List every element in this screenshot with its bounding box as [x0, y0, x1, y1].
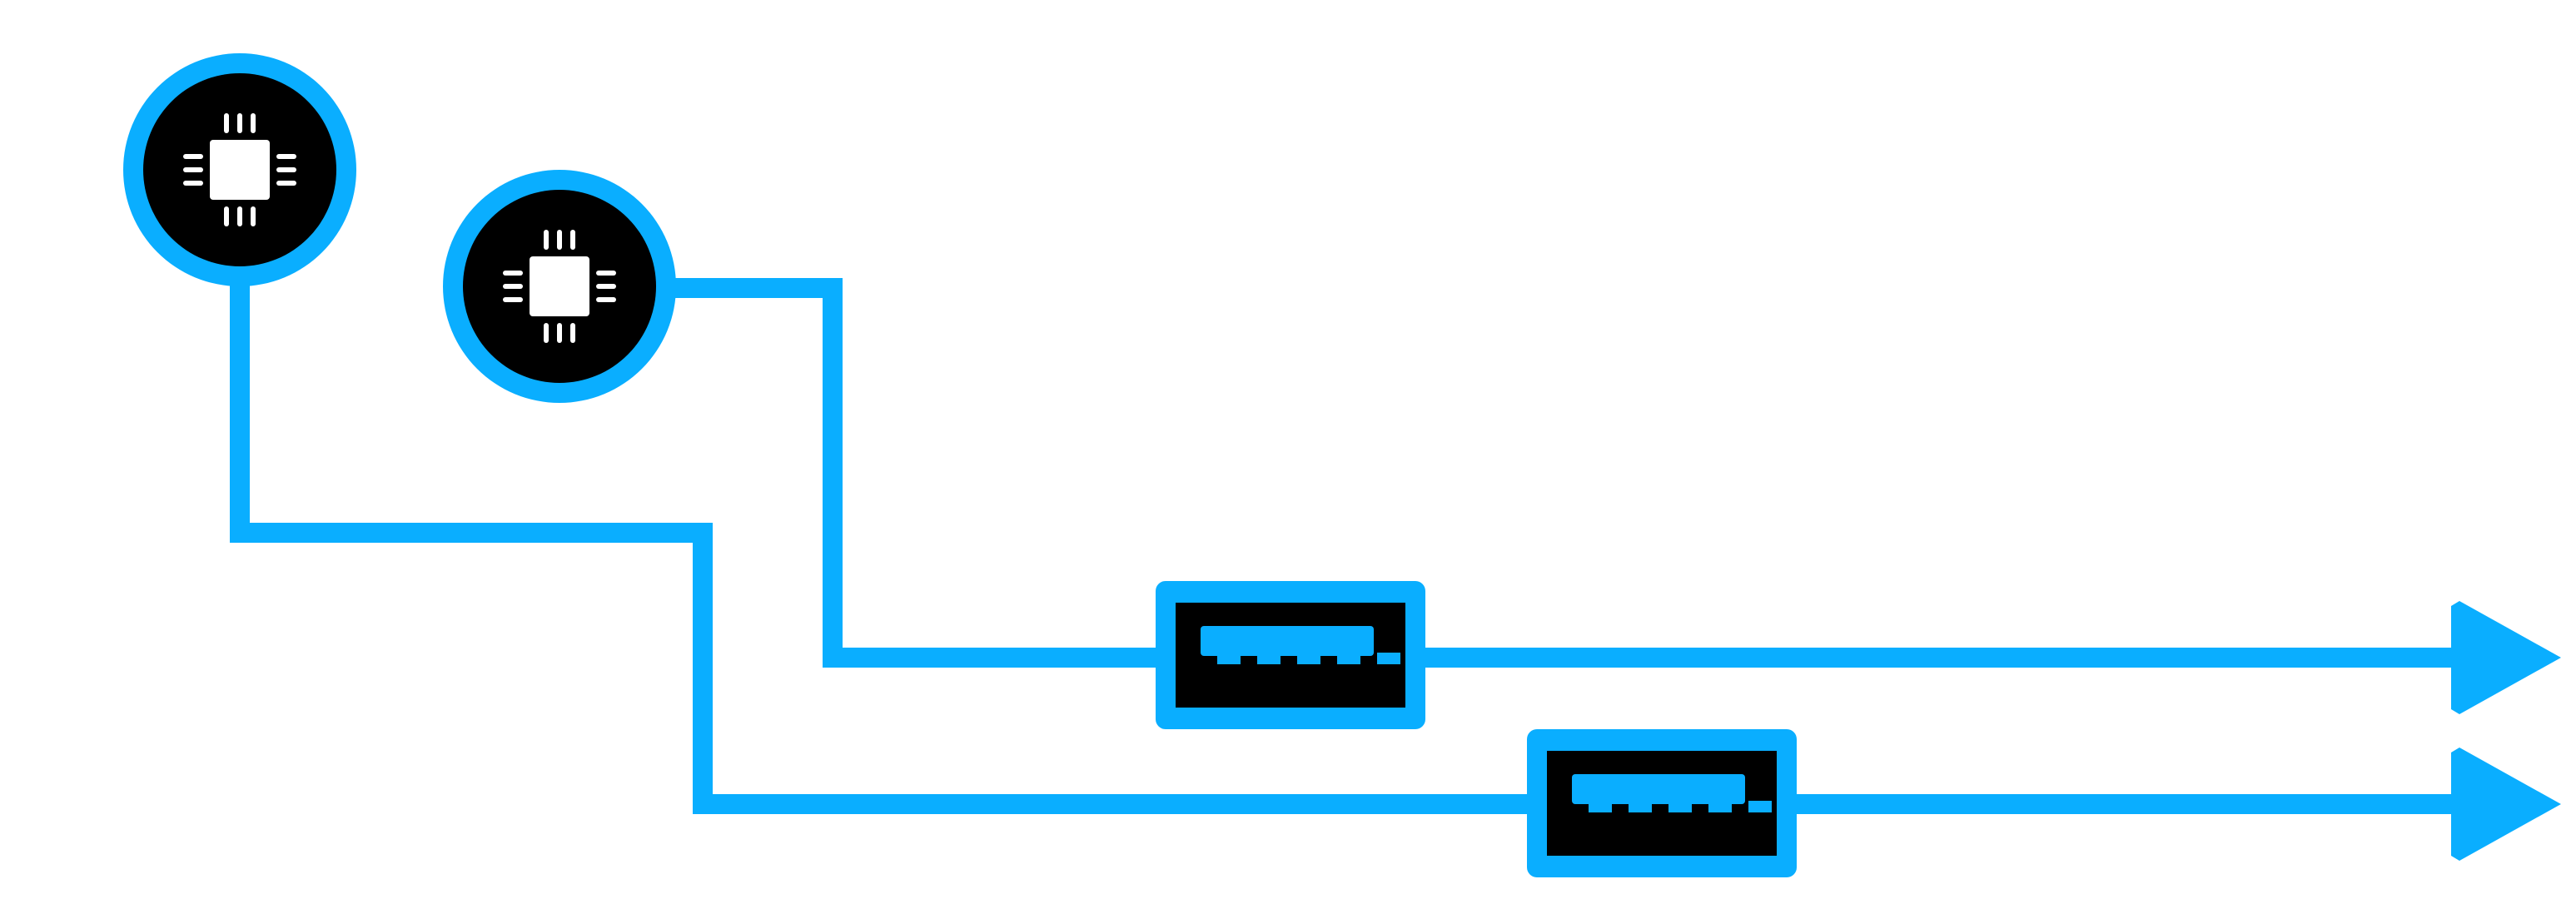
chip-pin — [237, 206, 242, 226]
chip-pin — [224, 113, 229, 133]
chip-pin — [276, 154, 296, 159]
usb-contact — [1748, 801, 1772, 812]
chip-pin — [570, 323, 575, 343]
usb-tongue — [1572, 774, 1745, 804]
usb-contact — [1297, 653, 1320, 664]
usb-contact — [1629, 801, 1652, 812]
chip-pin — [557, 230, 562, 250]
chip-pin — [224, 206, 229, 226]
chip-pin — [544, 230, 549, 250]
chip-icon — [183, 113, 296, 226]
usb-contact — [1257, 653, 1281, 664]
chip-pin — [596, 284, 616, 289]
usb-contact — [1217, 653, 1241, 664]
chip-pin — [570, 230, 575, 250]
chip-pin — [251, 206, 256, 226]
usb-contact — [1668, 801, 1692, 812]
chip-pin — [596, 271, 616, 276]
chip-pin — [183, 181, 203, 186]
chip-pin — [544, 323, 549, 343]
chip-icon — [503, 230, 616, 343]
cpu-node-1 — [123, 53, 356, 286]
chip-pin — [251, 113, 256, 133]
chip-pin — [596, 297, 616, 302]
usb-port-node-1 — [1156, 581, 1425, 729]
chip-pin — [503, 284, 523, 289]
chip-pin — [183, 167, 203, 172]
usb-port-node-2 — [1527, 729, 1797, 877]
connector-line-cpu-2 — [674, 278, 2464, 668]
chip-pin — [557, 323, 562, 343]
cpu-node-2 — [443, 170, 676, 403]
usb-port-icon — [1201, 626, 1400, 664]
chip-pin — [276, 181, 296, 186]
usb-port-icon — [1572, 774, 1772, 812]
arrowhead-right-icon — [2451, 601, 2561, 714]
connector-line-cpu-1 — [230, 281, 2464, 814]
usb-contact — [1337, 653, 1360, 664]
chip-body — [210, 140, 270, 200]
chip-pin — [503, 297, 523, 302]
chip-pin — [183, 154, 203, 159]
arrowhead-right-icon — [2451, 748, 2561, 861]
usb-contact — [1589, 801, 1612, 812]
chip-pin — [237, 113, 242, 133]
chip-pin — [276, 167, 296, 172]
usb-contact — [1377, 653, 1400, 664]
usb-tongue — [1201, 626, 1374, 656]
usb-contact — [1708, 801, 1732, 812]
chip-body — [530, 256, 589, 316]
chip-pin — [503, 271, 523, 276]
